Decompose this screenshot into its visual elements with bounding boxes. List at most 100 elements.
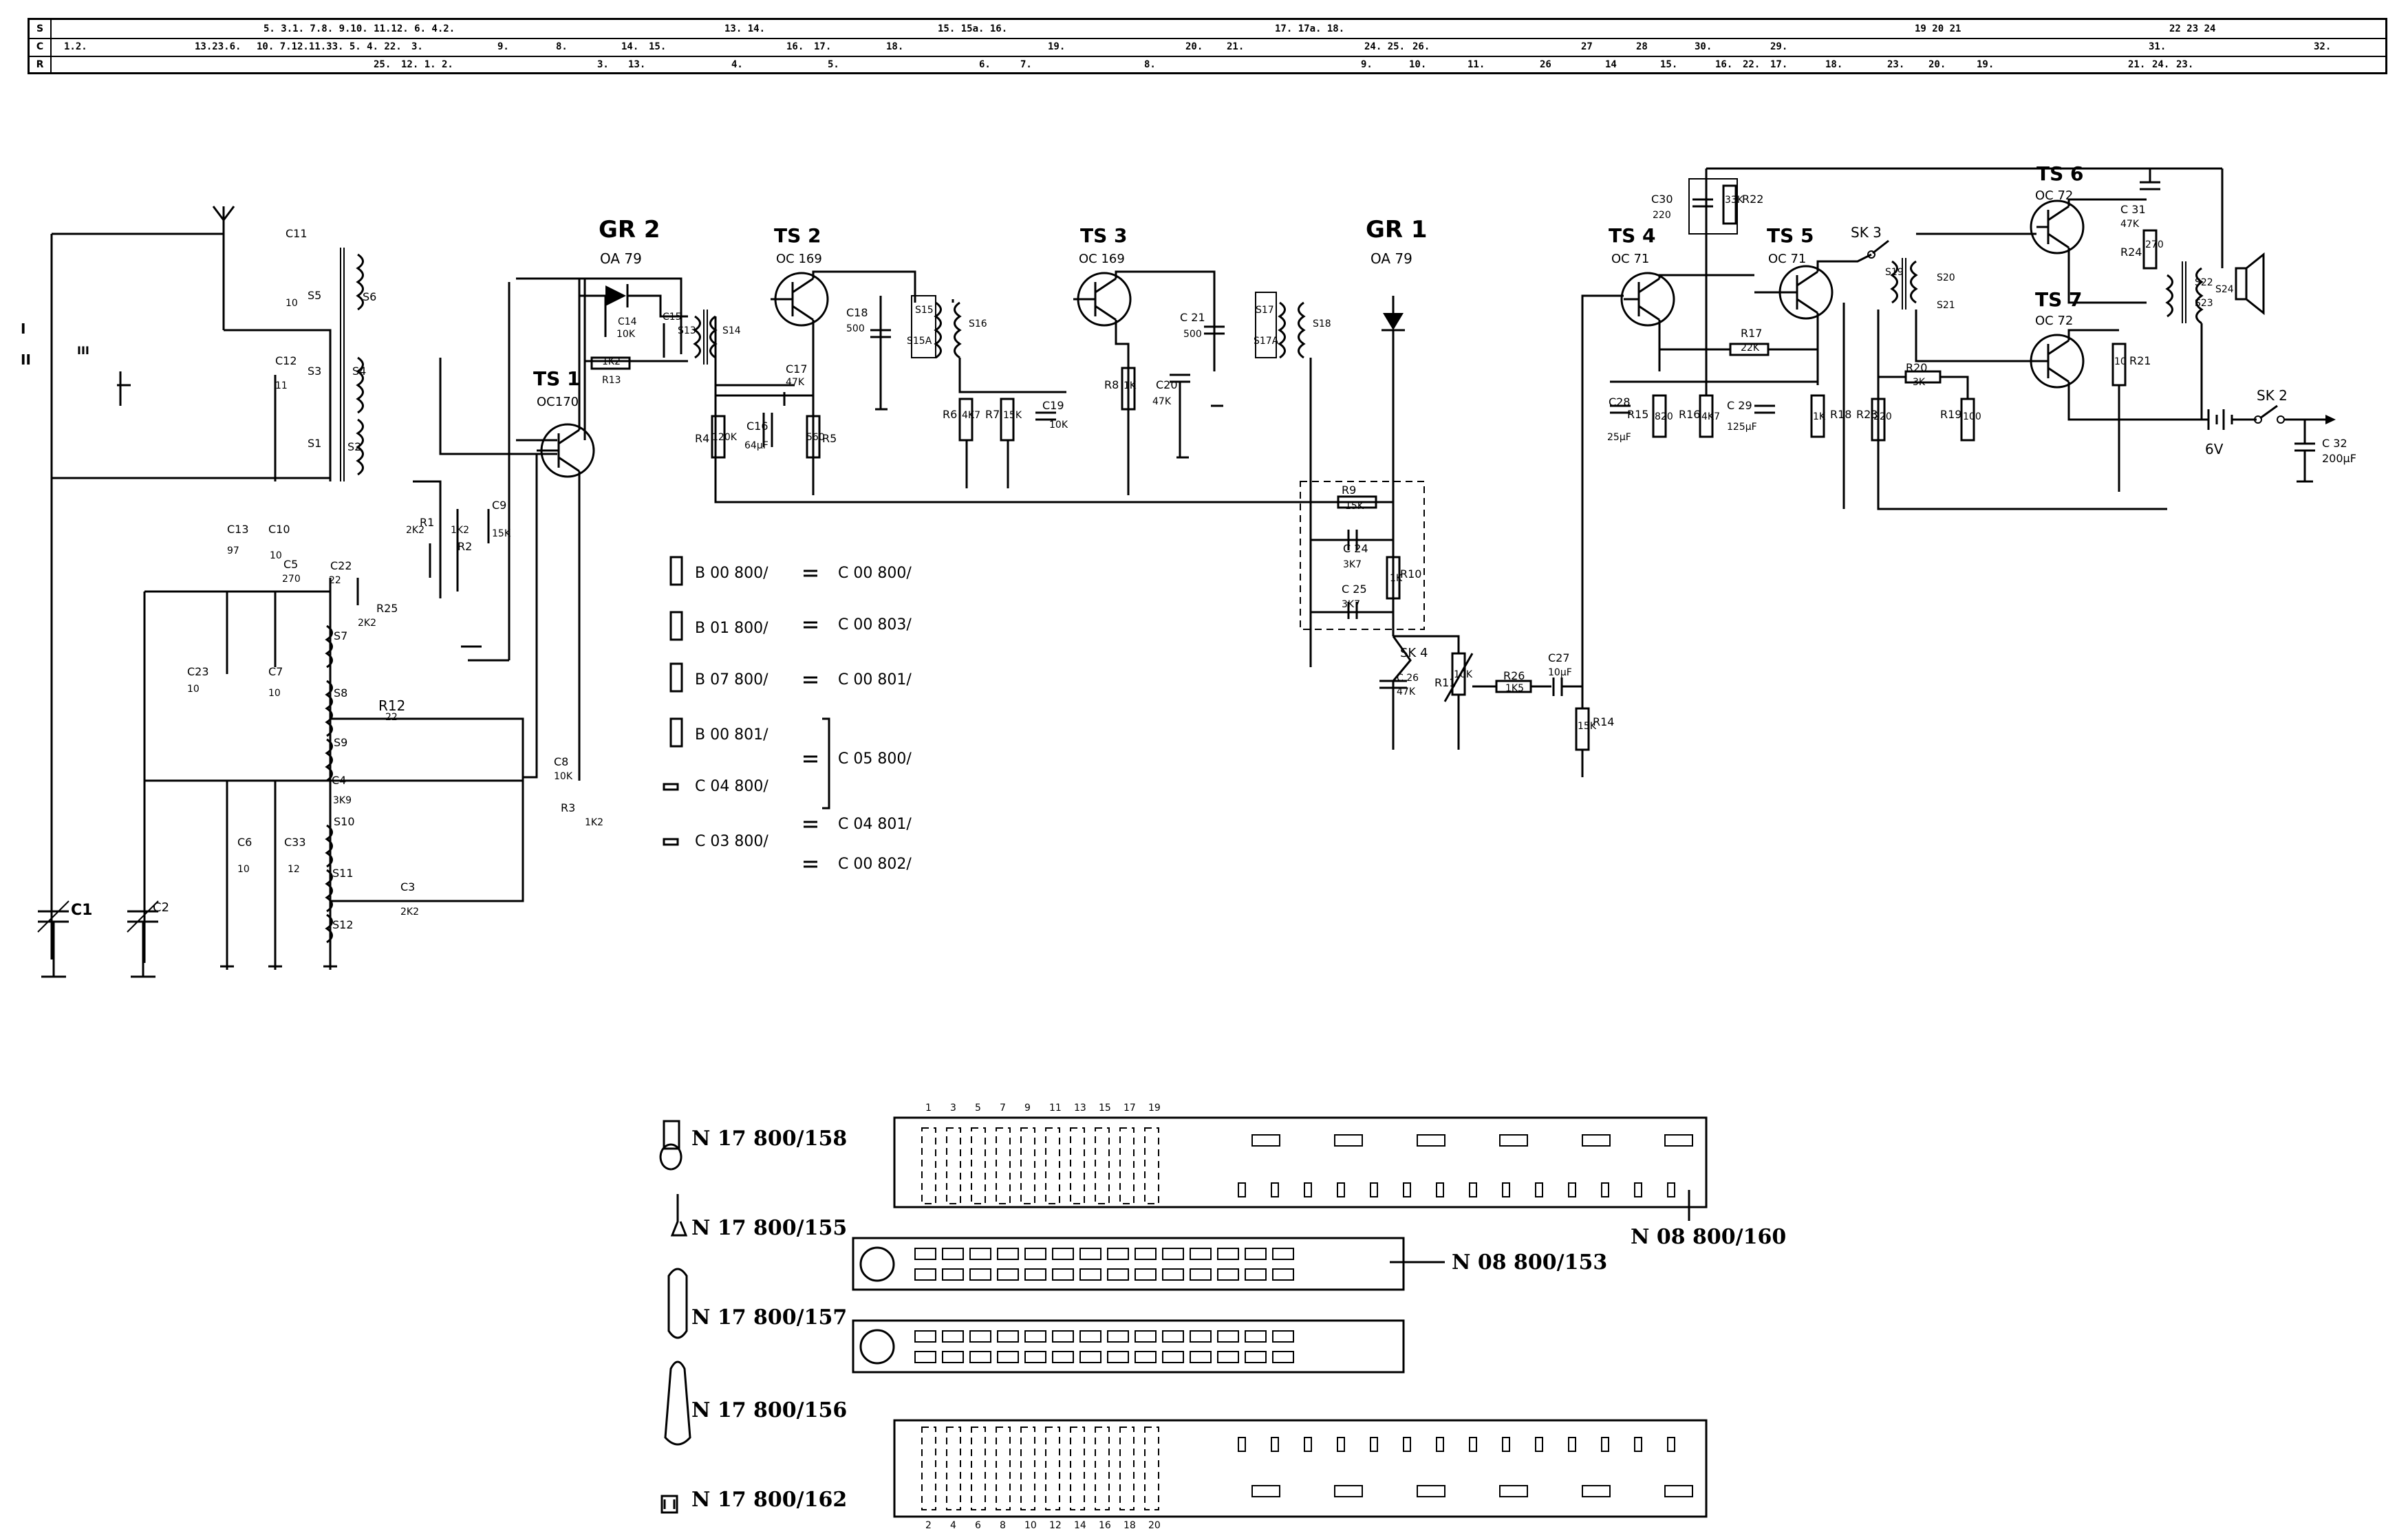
label-r1: R1 (420, 516, 434, 529)
part-label: N 17 800/157 (691, 1305, 847, 1330)
label-c7_val: 10 (268, 688, 281, 699)
label-c4: C4 (332, 774, 346, 787)
tuning-capacitor-c2 (127, 900, 159, 978)
label-r15_val: 820 (1655, 411, 1673, 422)
label-r18: R18 (1830, 408, 1851, 421)
part-icon-3 (667, 1268, 688, 1339)
legend-symbol-left (663, 783, 679, 791)
wafer-contact (1272, 1248, 1294, 1260)
index-cell: 23. (2176, 59, 2194, 70)
label-c28_val: 25µF (1607, 432, 1631, 443)
wafer-contact (1190, 1330, 1212, 1343)
bottom-pin-number: 16 (1099, 1520, 1111, 1531)
wafer-contact (1107, 1330, 1129, 1343)
wafer-contact (1079, 1248, 1101, 1260)
wafer-contact (1245, 1351, 1267, 1363)
bottom-slot (1370, 1437, 1378, 1452)
ground-symbols (117, 299, 1223, 968)
top-slot (1337, 1182, 1345, 1197)
label-c16: C16 (746, 420, 768, 433)
wafer-contact (1107, 1248, 1129, 1260)
index-cell: 17. 17a. 18. (1275, 23, 1345, 34)
index-cell: 21. (1227, 41, 1245, 52)
label-r4_val: 120K (712, 432, 738, 443)
index-cell: 8. (1144, 59, 1156, 70)
label-c21: C 21 (1180, 311, 1205, 324)
label-s3: S3 (308, 365, 321, 378)
top-slot (1271, 1182, 1279, 1197)
top-contact (1119, 1127, 1135, 1204)
index-cell: 27 (1581, 41, 1593, 52)
wafer-contact (1107, 1268, 1129, 1281)
label-c12_val: 11 (275, 380, 288, 391)
label-c13_val: 97 (227, 545, 239, 556)
top-contact (996, 1127, 1011, 1204)
label-ts4_type: OC 71 (1611, 252, 1649, 266)
top-contact (1070, 1127, 1085, 1204)
label-ts3_type: OC 169 (1079, 252, 1125, 266)
transformer-s13-s14 (693, 310, 795, 387)
bottom-pin-number: 18 (1124, 1520, 1136, 1531)
part-label: N 17 800/158 (691, 1127, 847, 1151)
top-pin-number: 15 (1099, 1103, 1111, 1114)
label-c25_val: 3K7 (1342, 599, 1360, 610)
label-r23: R23 (1856, 408, 1878, 421)
label-ts3: TS 3 (1080, 224, 1128, 247)
legend-symbol-left (669, 611, 683, 641)
label-r19_val: 100 (1963, 411, 1981, 422)
diode-gr2 (579, 284, 688, 370)
label-s18: S18 (1313, 318, 1331, 329)
label-r13_val: 1K2 (602, 356, 621, 367)
legend-symbol-left (669, 717, 683, 748)
top-pin-number: 11 (1049, 1103, 1062, 1114)
wafer-contact (1272, 1330, 1294, 1343)
label-c32_val: 200µF (2322, 452, 2356, 465)
index-row-key: S (30, 20, 52, 38)
part-label: N 17 800/162 (691, 1488, 847, 1512)
top-window (1582, 1134, 1611, 1147)
output-stage (2111, 169, 2224, 492)
wafer-contact (1217, 1268, 1239, 1281)
index-cell: 26. (1412, 41, 1430, 52)
wafer-contact (969, 1268, 991, 1281)
bottom-slot (1502, 1437, 1510, 1452)
index-cell: 3. (597, 59, 609, 70)
label-c32: C 32 (2322, 437, 2347, 450)
label-r14_val: 15K (1578, 721, 1597, 732)
wafer-contact (914, 1248, 936, 1260)
bottom-pin-number: 20 (1148, 1520, 1161, 1531)
switch-strip-bottom (893, 1419, 1708, 1518)
index-cell: 30. (1695, 41, 1712, 52)
label-r17: R17 (1741, 327, 1762, 340)
bottom-slot (1436, 1437, 1444, 1452)
label-r20_val: 3K (1913, 377, 1926, 388)
bottom-pin-number: 14 (1074, 1520, 1086, 1531)
wafer-contact (997, 1268, 1019, 1281)
index-cell: 4. (731, 59, 743, 70)
legend-right-label: C 00 800/ (838, 565, 912, 582)
wafer-contact (914, 1351, 936, 1363)
label-r25: R25 (376, 602, 398, 615)
top-slot (1436, 1182, 1444, 1197)
label-c13: C13 (227, 523, 249, 536)
coil-stack (325, 248, 364, 944)
bottom-contact (1119, 1427, 1135, 1510)
index-cell: 13. (628, 59, 646, 70)
label-r5_val: 560 (806, 432, 825, 443)
wafer-contact (1052, 1330, 1074, 1343)
bottom-contact (1070, 1427, 1085, 1510)
bottom-pin-number: 4 (950, 1520, 956, 1531)
battery-icon (2167, 409, 2257, 430)
bottom-contact (996, 1427, 1011, 1510)
index-cell: 17. (814, 41, 832, 52)
label-r16: R16 (1679, 408, 1700, 421)
label-r10: R10 (1400, 567, 1421, 581)
top-pin-number: 13 (1074, 1103, 1086, 1114)
transformer-s17-s18 (1204, 292, 1395, 667)
index-cell: 24. (2152, 59, 2170, 70)
top-slot (1370, 1182, 1378, 1197)
bottom-window (1334, 1485, 1363, 1497)
